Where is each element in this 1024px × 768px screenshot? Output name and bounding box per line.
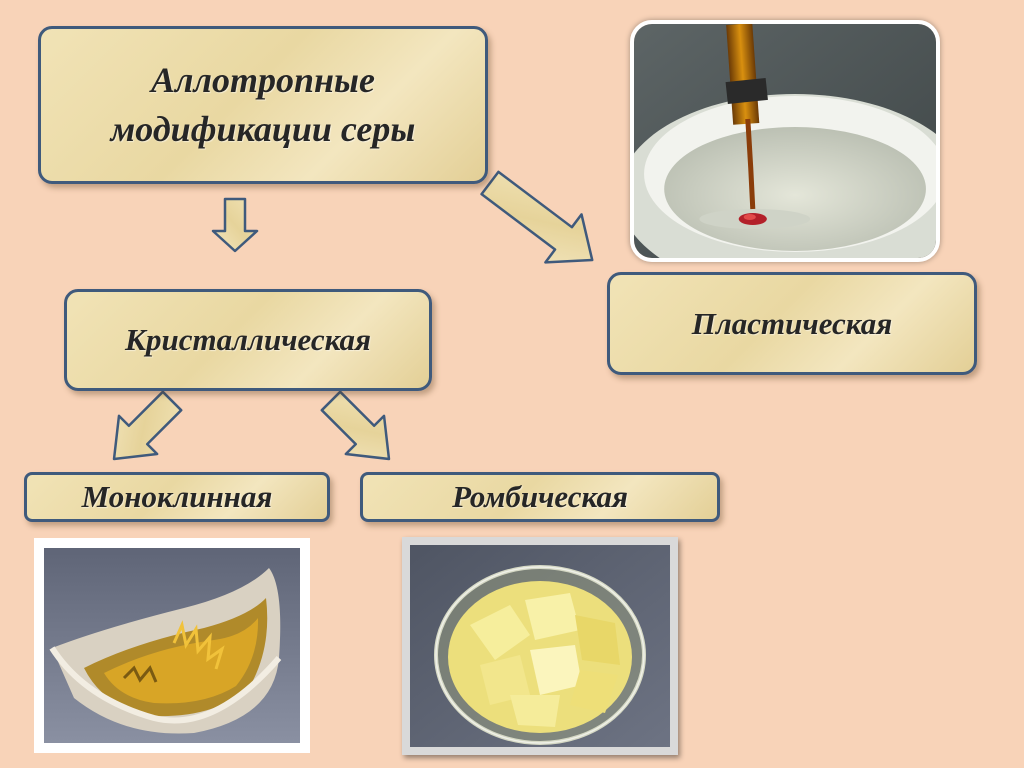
- monoclinic-label: Моноклинная: [81, 479, 273, 514]
- monoclinic-sulfur-image: [44, 548, 300, 743]
- title-box: Аллотропные модификации серы: [38, 26, 488, 184]
- plastic-box: Пластическая: [607, 272, 977, 375]
- rhombic-label: Ромбическая: [452, 479, 628, 514]
- rhombic-box: Ромбическая: [360, 472, 720, 522]
- plastic-sulfur-image: [634, 24, 936, 258]
- plastic-label: Пластическая: [691, 305, 893, 341]
- rhombic-sulfur-photo: [402, 537, 678, 755]
- arrow-crystalline-to-rhombic: [320, 390, 391, 461]
- crystalline-label: Кристаллическая: [125, 322, 371, 357]
- crystalline-box: Кристаллическая: [64, 289, 432, 391]
- arrow-crystalline-to-monoclinic: [112, 390, 183, 461]
- title-line-2: модификации серы: [110, 109, 416, 149]
- monoclinic-box: Моноклинная: [24, 472, 330, 522]
- rhombic-sulfur-image: [410, 545, 670, 747]
- arrow-title-to-plastic: [480, 170, 594, 264]
- arrow-title-to-crystalline: [211, 197, 259, 253]
- title-line-1: Аллотропные: [151, 60, 375, 101]
- plastic-sulfur-photo: [630, 20, 940, 262]
- monoclinic-sulfur-photo: [34, 538, 310, 753]
